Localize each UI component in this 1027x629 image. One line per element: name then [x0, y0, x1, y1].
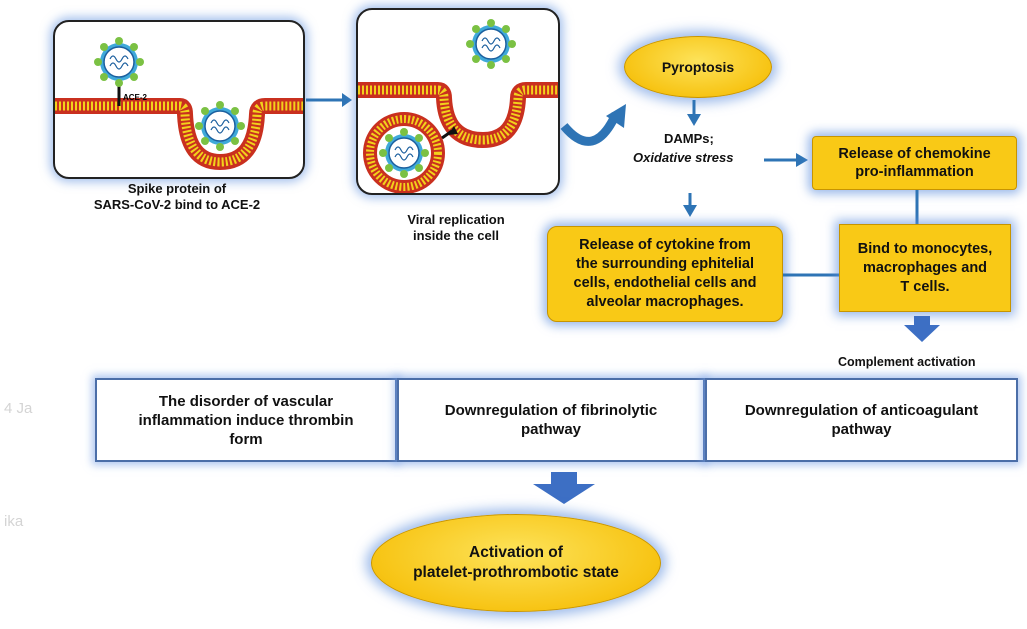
fibrinolytic-downregulation-box: Downregulation of fibrinolytic pathway — [397, 378, 705, 462]
binding-caption: Spike protein of SARS-CoV-2 bind to ACE-… — [93, 181, 261, 212]
connector-chemokine-to-bind — [915, 190, 919, 226]
vascular-inflammation-box: The disorder of vascular inflammation in… — [95, 378, 397, 462]
oxidative-stress-label: Oxidative stress — [633, 150, 734, 165]
faint-text-2: ika — [4, 513, 24, 530]
arrow-to-complement — [904, 316, 940, 342]
virus-binding-panel: ACE-2 — [53, 20, 305, 179]
arrow-binding-to-replication — [306, 93, 352, 107]
viral-replication-panel — [356, 8, 560, 195]
arrow-to-chemokine — [764, 153, 808, 167]
arrow-to-outcome — [533, 472, 595, 504]
viral-replication-illustration — [358, 18, 558, 193]
cytokine-release-box: Release of cytokine from the surrounding… — [547, 226, 783, 322]
platelet-activation-outcome: Activation of platelet-prothrombotic sta… — [371, 514, 661, 612]
anticoagulant-downregulation-box: Downregulation of anticoagulant pathway — [705, 378, 1018, 462]
virus-binding-illustration: ACE-2 — [55, 36, 303, 171]
ace2-label: ACE-2 — [123, 93, 148, 102]
arrow-pyroptosis-to-damps — [687, 100, 701, 126]
faint-text-1: 4 Ja — [4, 400, 33, 417]
complement-activation-label: Complement activation — [838, 355, 976, 369]
pyroptosis-node: Pyroptosis — [624, 36, 772, 98]
curved-arrow-to-pyroptosis — [560, 104, 626, 146]
chemokine-release-box: Release of chemokine pro-inflammation — [812, 136, 1017, 190]
replication-caption: Viral replication inside the cell — [407, 212, 505, 243]
damps-label: DAMPs; — [664, 131, 714, 146]
connector-bind-to-cytokine — [783, 273, 839, 277]
bind-immune-cells-box: Bind to monocytes, macrophages and T cel… — [839, 224, 1011, 312]
arrow-damps-to-cytokine — [683, 193, 697, 217]
